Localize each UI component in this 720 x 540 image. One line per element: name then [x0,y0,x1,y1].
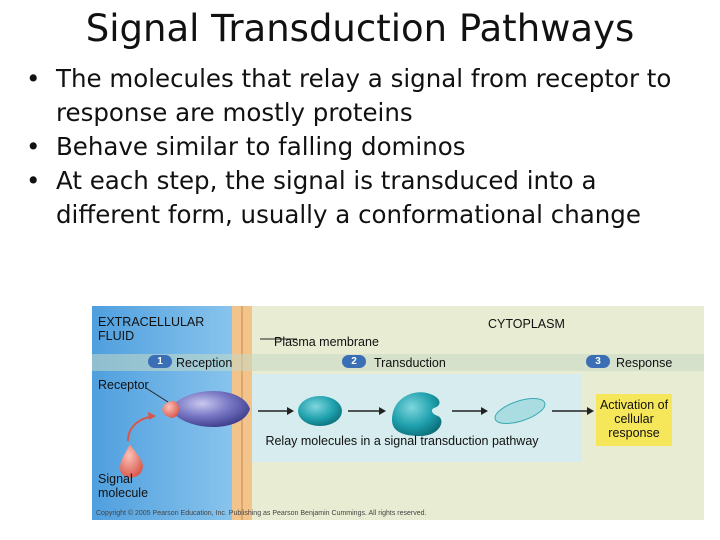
bullet-text: Behave similar to falling dominos [56,132,466,161]
bullet-item: • At each step, the signal is transduced … [26,164,706,232]
extracellular-label: EXTRACELLULAR FLUID [98,315,205,343]
slide-title: Signal Transduction Pathways [85,7,635,50]
copyright-notice: Copyright © 2005 Pearson Education, Inc.… [96,510,427,517]
free-signal-molecule [119,444,143,478]
step-2-label: Transduction [374,356,446,370]
step-1-badge: 1 [148,355,172,368]
plasma-membrane-label: Plasma membrane [274,335,379,349]
bullet-list: • The molecules that relay a signal from … [26,62,706,232]
receptor-protein [170,390,250,428]
signal-molecule-label: Signal molecule [98,472,149,500]
relay-molecules-label: Relay molecules in a signal transduction… [265,434,539,448]
bound-signal-molecule [162,401,180,418]
signal-transduction-diagram: EXTRACELLULAR FLUID CYTOPLASM Plasma mem… [92,306,704,520]
bullet-marker: • [26,132,41,161]
step-3-label: Response [616,356,673,370]
step-3-badge: 3 [586,355,610,368]
relay-molecule-2 [392,392,442,436]
response-box [596,394,672,446]
receptor-label: Receptor [98,378,149,392]
bullet-item: • The molecules that relay a signal from … [26,62,706,130]
bullet-text: At each step, the signal is transduced i… [56,166,641,229]
bullet-item: • Behave similar to falling dominos [26,130,706,164]
cellular-response-label: Activation of cellular response [599,398,669,440]
relay-molecule-1 [298,396,342,426]
relay-molecule-3 [494,398,546,424]
diagram-graphics [92,306,704,520]
step-1-label: Reception [176,356,233,370]
cytoplasm-label: CYTOPLASM [488,317,565,331]
step-2-badge: 2 [342,355,366,368]
bullet-marker: • [26,64,41,93]
bullet-text: The molecules that relay a signal from r… [56,64,672,127]
bullet-marker: • [26,166,41,195]
